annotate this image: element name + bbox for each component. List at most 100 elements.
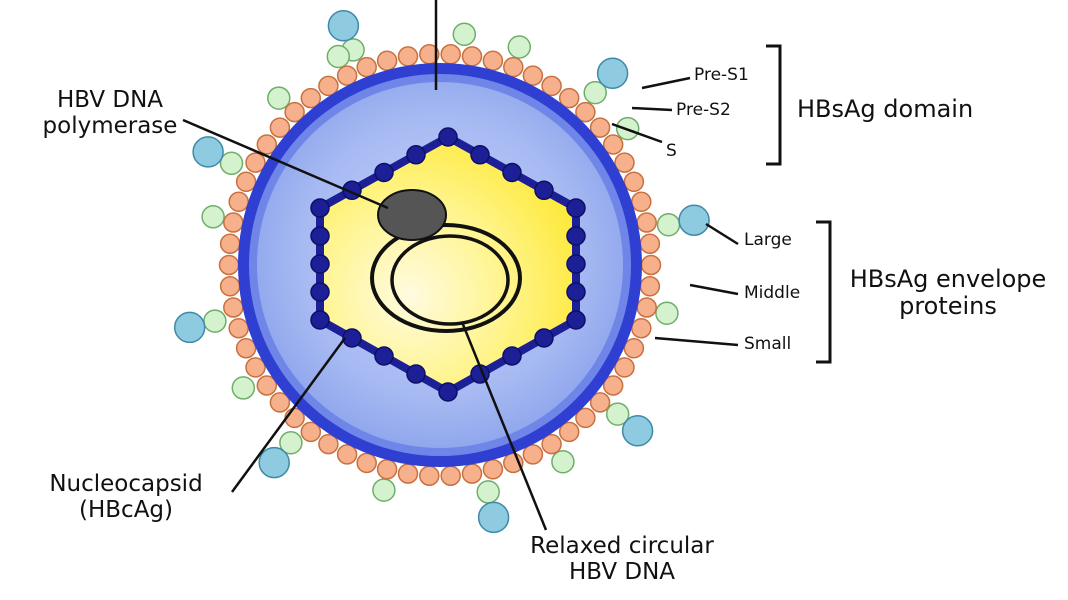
lipid-bead: [284, 101, 305, 123]
lipid-bead: [318, 433, 339, 455]
capsomer: [374, 346, 394, 366]
lipid-bead: [636, 297, 657, 318]
label-middle: Middle: [744, 283, 801, 303]
lipid-bead: [318, 75, 339, 97]
capsomer: [534, 328, 554, 348]
lipid-bead: [245, 152, 266, 173]
label-small: Small: [744, 334, 792, 354]
protein-middle: [507, 35, 532, 59]
lipid-bead: [639, 276, 661, 297]
capsomer: [438, 127, 458, 147]
lipid-bead: [602, 375, 624, 396]
lipid-bead: [575, 101, 596, 123]
surface-protein-spikes: [173, 10, 710, 534]
lipid-bead: [419, 465, 440, 486]
capsomer: [406, 364, 426, 384]
capsomer: [566, 226, 586, 246]
lipid-bead: [219, 233, 241, 254]
capsomer: [310, 198, 330, 218]
capsomer: [406, 145, 426, 165]
protein-middle: [231, 376, 256, 400]
lipid-bead: [376, 459, 398, 480]
capsomer: [310, 282, 330, 302]
label-polymerase: HBV DNA polymerase: [42, 87, 178, 139]
lipid-bead: [440, 44, 461, 65]
lipid-bead: [589, 117, 611, 138]
protein-large: [327, 10, 360, 42]
capsomer: [374, 162, 394, 183]
hbsag-domain-bracket: [766, 44, 782, 166]
capsomer: [502, 346, 522, 366]
lipid-bead: [300, 421, 322, 443]
lipid-bead: [558, 87, 580, 109]
protein-large: [678, 204, 710, 236]
lipid-bead: [461, 46, 483, 67]
lipid-bead: [336, 444, 358, 465]
protein-large: [477, 501, 510, 534]
capsomer-dots: [310, 127, 586, 402]
capsomer: [310, 254, 330, 274]
protein-large: [192, 136, 224, 168]
protein-middle: [203, 309, 227, 333]
lipid-bead: [397, 46, 419, 67]
lipid-bead: [235, 337, 257, 359]
lipid-bead: [522, 444, 544, 465]
lipid-bead: [623, 337, 645, 359]
lipid-bead-ring: [218, 44, 662, 486]
dna-polymerase: [377, 189, 447, 241]
lipid-bead: [575, 407, 596, 429]
lipid-bead: [541, 433, 562, 455]
protein-middle: [605, 402, 630, 426]
protein-middle: [583, 80, 607, 105]
protein-large: [596, 57, 629, 90]
protein-middle: [452, 22, 477, 47]
lipid-bead: [219, 276, 241, 297]
lipid-bead: [589, 392, 611, 413]
lipid-bead: [256, 134, 278, 155]
label-hbsag-domain: HBsAg domain: [797, 95, 974, 123]
protein-middle: [551, 449, 575, 474]
label-large: Large: [744, 230, 792, 250]
lipid-bead: [541, 75, 562, 97]
label-relaxed-dna: Relaxed circular HBV DNA: [530, 533, 714, 585]
protein-middle: [326, 44, 351, 69]
lipid-bead: [397, 463, 419, 484]
protein-middle: [655, 301, 679, 325]
lipid-bead: [503, 56, 524, 78]
lipid-bead: [245, 357, 266, 378]
label-nucleocapsid: Nucleocapsid (HBcAg): [49, 471, 203, 523]
protein-middle: [476, 480, 500, 504]
capsomer: [566, 198, 586, 218]
lipid-bead: [269, 117, 291, 138]
lipid-bead: [639, 233, 661, 254]
lipid-bead: [623, 171, 645, 193]
label-pre-s1: Pre-S1: [694, 65, 749, 85]
lipid-bead: [235, 171, 257, 193]
lipid-bead: [300, 87, 322, 109]
protein-middle: [656, 212, 681, 237]
lipid-bead: [614, 357, 635, 378]
lipid-bead: [256, 375, 278, 396]
capsomer: [566, 310, 586, 330]
lipid-bead: [461, 463, 483, 484]
capsomer: [566, 254, 586, 274]
lipid-bead: [356, 56, 377, 78]
lipid-bead: [482, 459, 504, 480]
label-pre-s2: Pre-S2: [676, 100, 731, 120]
protein-middle: [201, 205, 225, 229]
capsomer: [502, 162, 522, 183]
protein-middle: [267, 86, 291, 110]
protein-middle: [219, 151, 244, 176]
protein-middle: [372, 478, 396, 502]
capsomer: [342, 328, 362, 348]
capsomer: [310, 226, 330, 246]
label-envelope-proteins: HBsAg envelope proteins: [849, 265, 1047, 320]
capsomer: [534, 180, 554, 201]
lipid-bead: [223, 297, 244, 318]
lipid-bead: [482, 50, 504, 71]
lipid-bead: [614, 152, 635, 173]
lipid-bead: [376, 50, 398, 71]
lipid-bead: [558, 421, 580, 443]
lipid-bead: [640, 254, 662, 276]
